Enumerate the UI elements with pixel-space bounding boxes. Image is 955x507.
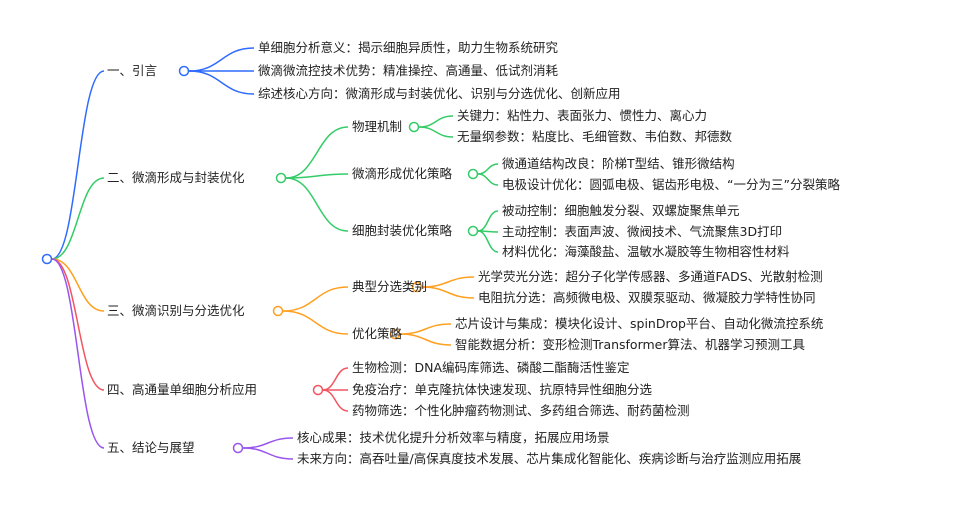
leaf-node: 光学荧光分选：超分子化学传感器、多通道FADS、光散射检测: [478, 269, 823, 284]
topic-node: 物理机制: [352, 119, 403, 134]
topic-node: 单细胞分析意义：揭示细胞异质性，助力生物系统研究: [258, 40, 559, 55]
collapse-toggle[interactable]: [389, 328, 401, 340]
collapse-toggle[interactable]: [411, 281, 423, 293]
branch-connector: [322, 389, 349, 412]
topic-node: 微滴形成优化策略: [352, 166, 453, 181]
topic-node: 综述核心方向：微滴形成与封装优化、识别与分选优化、创新应用: [258, 86, 621, 101]
section-node: 二、微滴形成与封装优化: [107, 170, 245, 185]
leaf-node: 智能数据分析：变形检测Transformer算法、机器学习预测工具: [455, 337, 806, 352]
leaf-node: 被动控制：细胞触发分裂、双螺旋聚焦单元: [502, 203, 740, 218]
branch-connector: [285, 177, 349, 232]
branch-connector: [285, 126, 349, 179]
collapse-toggle[interactable]: [178, 65, 190, 77]
leaf-node: 电极设计优化：圆弧电极、锯齿形电极、“一分为三”分裂策略: [502, 177, 840, 192]
topic-node: 典型分选类别: [352, 279, 428, 294]
branch-connector: [477, 163, 499, 175]
section-node: 四、高通量单细胞分析应用: [107, 382, 258, 397]
root-node[interactable]: [41, 253, 53, 265]
leaf-node: 材料优化：海藻酸盐、温敏水凝胶等生物相容性材料: [502, 244, 790, 259]
collapse-toggle[interactable]: [275, 172, 287, 184]
collapse-toggle[interactable]: [232, 442, 244, 454]
branch-connector: [421, 286, 475, 299]
collapse-toggle[interactable]: [467, 168, 479, 180]
branch-connector: [477, 210, 499, 232]
section-node: 一、引言: [107, 63, 158, 78]
branch-connector: [51, 258, 105, 312]
branch-connector: [399, 323, 452, 335]
collapse-toggle[interactable]: [312, 384, 324, 396]
topic-node: 生物检测：DNA编码库筛选、磷酸二酯酶活性鉴定: [352, 360, 630, 375]
collapse-toggle[interactable]: [467, 225, 479, 237]
leaf-node: 电阻抗分选：高频微电极、双膜泵驱动、微凝胶力学特性协同: [478, 290, 816, 305]
leaf-node: 关键力：粘性力、表面张力、惯性力、离心力: [457, 108, 708, 123]
topic-node: 药物筛选：个性化肿瘤药物测试、多药组合筛选、耐药菌检测: [352, 403, 690, 418]
topic-node: 核心成果：技术优化提升分析效率与精度，拓展应用场景: [297, 430, 610, 445]
topic-node: 未来方向：高吞吐量/高保真度技术发展、芯片集成化智能化、疾病诊断与治疗监测应用拓…: [297, 451, 802, 466]
topic-node: 免疫治疗：单克隆抗体快速发现、抗原特异性细胞分选: [352, 382, 653, 397]
branch-connector: [188, 70, 255, 95]
topic-node: 细胞封装优化策略: [352, 223, 453, 238]
leaf-node: 主动控制：表面声波、微阀技术、气流聚焦3D打印: [502, 224, 783, 239]
branch-connector: [51, 70, 105, 260]
branch-connector: [477, 173, 499, 186]
branch-connector: [51, 177, 105, 260]
branch-connector: [399, 333, 452, 346]
branch-connector: [188, 47, 255, 72]
topic-node: 微滴微流控技术优势：精准操控、高通量、低试剂消耗: [258, 63, 559, 78]
branch-connector: [322, 367, 349, 391]
branch-connector: [282, 310, 349, 335]
branch-connector: [282, 286, 349, 312]
topic-node: 优化策略: [352, 326, 403, 341]
leaf-node: 微通道结构改良：阶梯T型结、锥形微结构: [502, 156, 735, 171]
collapse-toggle[interactable]: [272, 305, 284, 317]
collapse-toggle[interactable]: [408, 121, 420, 133]
section-node: 五、结论与展望: [107, 440, 195, 455]
leaf-node: 芯片设计与集成：模块化设计、spinDrop平台、自动化微流控系统: [455, 316, 824, 331]
branch-connector: [285, 173, 349, 179]
branch-connector: [51, 258, 105, 449]
branch-connector: [418, 126, 454, 138]
branch-connector: [242, 447, 294, 460]
branch-connector: [242, 437, 294, 449]
section-node: 三、微滴识别与分选优化: [107, 303, 245, 318]
leaf-node: 无量纲参数：粘度比、毛细管数、韦伯数、邦德数: [457, 129, 733, 144]
branch-connector: [477, 230, 499, 253]
branch-connector: [418, 115, 454, 128]
branch-connector: [51, 258, 105, 391]
branch-connector: [421, 276, 475, 288]
